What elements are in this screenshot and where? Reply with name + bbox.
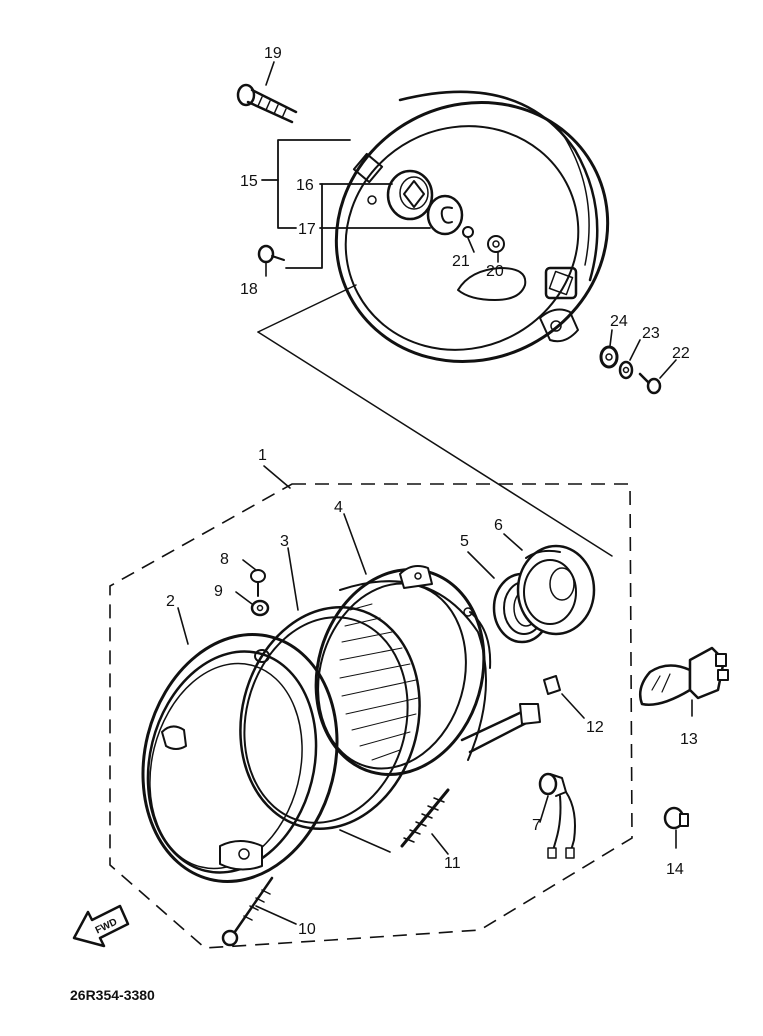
part-label-1: 1: [258, 447, 267, 464]
part-label-3: 3: [280, 533, 289, 550]
bolt-22: [638, 372, 662, 395]
part-label-14: 14: [666, 861, 684, 878]
adjusting-spring-11: [400, 788, 450, 848]
lens-unit-4: [314, 565, 492, 776]
part-label-10: 10: [298, 921, 316, 938]
screw-8: [250, 569, 266, 597]
part-label-7: 7: [532, 817, 541, 834]
bolt-19: [236, 83, 298, 124]
part-label-5: 5: [460, 533, 469, 550]
part-label-4: 4: [334, 499, 343, 516]
part-label-23: 23: [642, 325, 660, 342]
part-label-13: 13: [680, 731, 698, 748]
fwd-arrow-icon: FWD: [72, 904, 130, 948]
leader-lines-top: [265, 61, 677, 379]
part-label-22: 22: [672, 345, 690, 362]
adjusting-screw-10: [221, 876, 297, 947]
rim-ring-2: [141, 633, 339, 883]
adjuster-nut-17: [426, 194, 464, 236]
part-label-21: 21: [452, 253, 470, 270]
seal-ring-3: [239, 569, 421, 830]
washer-9: [250, 599, 270, 617]
part-label-18: 18: [240, 281, 258, 298]
callout-bracket-15: [261, 139, 431, 269]
part-label-6: 6: [494, 517, 503, 534]
part-label-8: 8: [220, 551, 229, 568]
adjuster-knob-16: [386, 169, 434, 221]
assembly-line: [257, 284, 613, 557]
washer-24: [599, 345, 619, 369]
headlight-bulb-13: [639, 646, 729, 717]
part-label-2: 2: [166, 593, 175, 610]
rubber-boot-6: [516, 544, 596, 636]
part-label-9: 9: [214, 583, 223, 600]
part-label-24: 24: [610, 313, 628, 330]
headlight-housing: [334, 90, 610, 364]
part-label-16: 16: [296, 177, 314, 194]
part-label-11: 11: [444, 855, 461, 872]
nut-23: [618, 360, 634, 380]
part-label-15: 15: [240, 173, 258, 190]
part-label-20: 20: [486, 263, 504, 280]
part-label-19: 19: [264, 45, 282, 62]
diagram-code: 26R354-3380: [70, 987, 155, 1003]
connector-12: [543, 675, 585, 719]
part-label-17: 17: [298, 221, 316, 238]
mount-arm: [460, 703, 541, 754]
leader-1: [263, 465, 291, 489]
position-bulb-socket-7: [538, 772, 576, 859]
small-bulb-14: [663, 806, 689, 849]
part-labels: 1 2 3 4 5 6 7 8 9 10 11 12 13 14 15 16 1…: [166, 45, 698, 938]
screw-18: [257, 244, 285, 264]
part-label-12: 12: [586, 719, 604, 736]
leader-lines-bottom: [177, 513, 549, 855]
assembly-boundary-1: [109, 483, 633, 949]
